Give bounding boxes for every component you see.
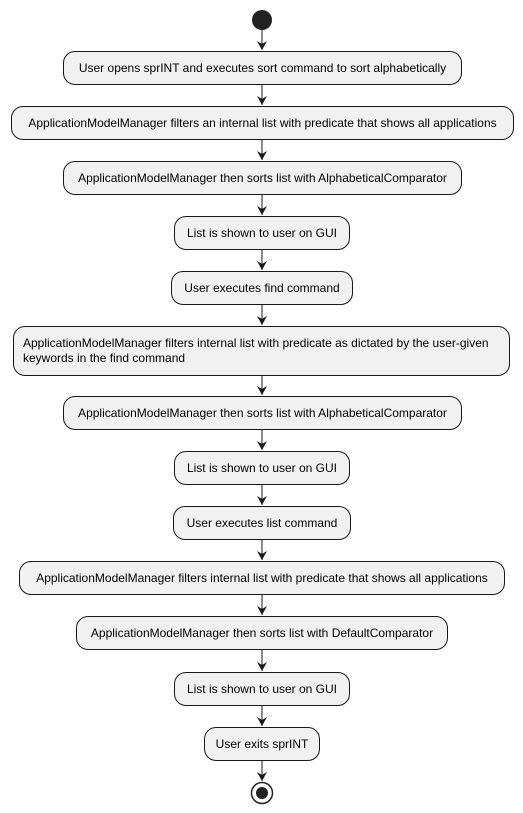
activity-node-8: List is shown to user on GUI bbox=[174, 451, 350, 485]
activity-node-11: ApplicationModelManager then sorts list … bbox=[76, 616, 448, 650]
activity-node-9: User executes list command bbox=[173, 506, 351, 540]
end-node bbox=[250, 781, 274, 805]
activity-node-2: ApplicationModelManager filters an inter… bbox=[11, 106, 514, 140]
activity-node-12: List is shown to user on GUI bbox=[174, 672, 350, 706]
activity-node-4: List is shown to user on GUI bbox=[174, 216, 350, 250]
activity-node-10: ApplicationModelManager filters internal… bbox=[19, 561, 505, 595]
activity-node-6: ApplicationModelManager filters internal… bbox=[13, 326, 510, 376]
activity-node-7: ApplicationModelManager then sorts list … bbox=[63, 396, 462, 430]
activity-node-5: User executes find command bbox=[171, 271, 353, 305]
activity-node-13: User exits sprINT bbox=[204, 727, 320, 761]
activity-node-1: User opens sprINT and executes sort comm… bbox=[63, 51, 462, 85]
start-node bbox=[252, 10, 272, 30]
activity-node-3: ApplicationModelManager then sorts list … bbox=[63, 161, 462, 195]
